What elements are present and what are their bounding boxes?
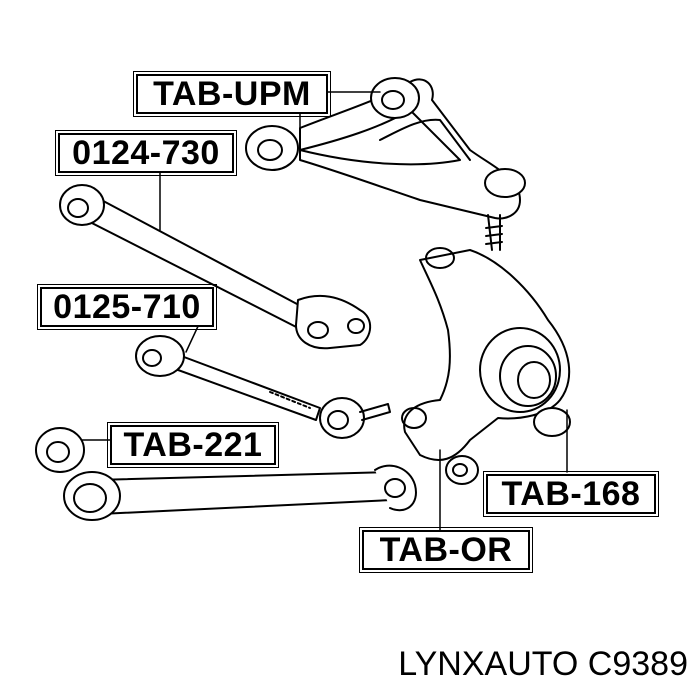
adjustable-lateral-arm (135, 335, 391, 439)
label-0125-710: 0125-710 (37, 284, 217, 330)
label-tab-221: TAB-221 (107, 422, 279, 468)
label-tab-168: TAB-168 (483, 471, 659, 517)
bushing-tab-221 (35, 427, 85, 473)
leader-lines (81, 91, 568, 533)
label-tab-or: TAB-OR (359, 527, 533, 573)
label-tab-upm: TAB-UPM (133, 71, 331, 117)
long-trailing-arm (59, 184, 372, 350)
steering-knuckle (401, 247, 571, 485)
label-0124-730: 0124-730 (55, 130, 237, 176)
caption: LYNXAUTO C9389 (398, 645, 688, 683)
lower-arm (63, 464, 417, 521)
upper-control-arm (245, 77, 526, 251)
